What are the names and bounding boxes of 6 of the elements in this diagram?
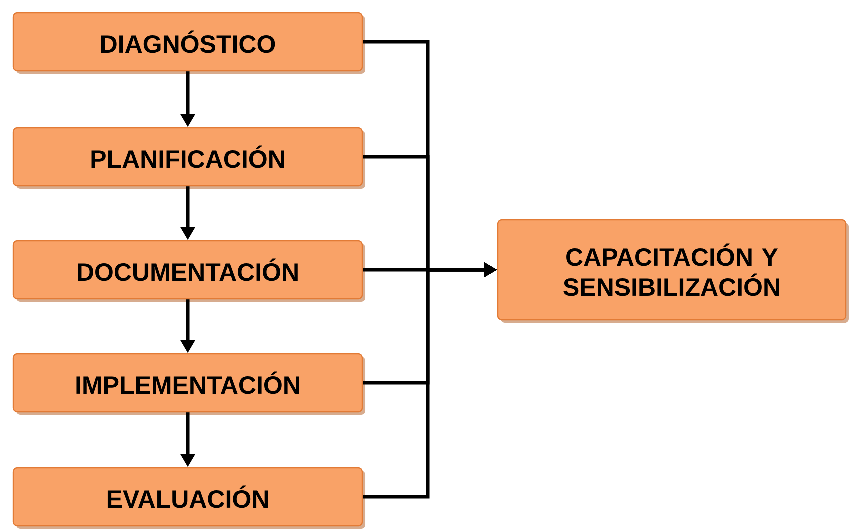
process-box: DIAGNÓSTICO [12,12,366,74]
process-box: CAPACITACIÓN Y SENSIBILIZACIÓN [497,219,849,323]
process-box: EVALUACIÓN [12,467,366,529]
process-box: PLANIFICACIÓN [12,127,366,189]
process-box: DOCUMENTACIÓN [12,240,366,302]
process-box: IMPLEMENTACIÓN [12,353,366,415]
